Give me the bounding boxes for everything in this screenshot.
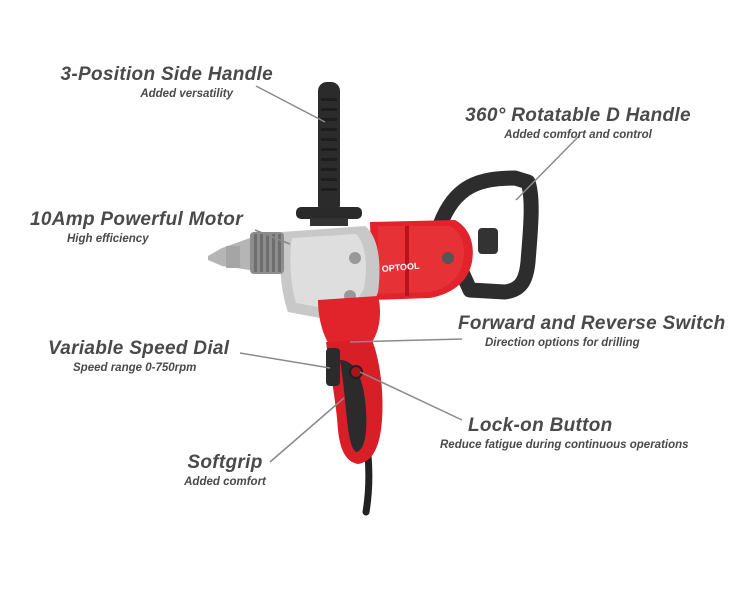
callout-subtitle: Added comfort and control: [504, 129, 652, 141]
callout-subtitle: Reduce fatigue during continuous operati…: [440, 439, 689, 451]
callout-subtitle: Direction options for drilling: [485, 337, 640, 349]
callout-subtitle: High efficiency: [67, 233, 149, 245]
leader-softgrip: [269, 397, 345, 463]
callout-title: 360° Rotatable D Handle: [465, 105, 691, 126]
callout-title: 3-Position Side Handle: [60, 64, 273, 85]
power-cord: [362, 451, 373, 516]
callout-d-handle: 360° Rotatable D Handle Added comfort an…: [458, 105, 698, 141]
side-handle: [296, 82, 362, 226]
leader-speed-dial: [239, 352, 331, 369]
callout-switch: Forward and Reverse Switch Direction opt…: [458, 313, 738, 349]
leader-d-handle: [515, 134, 581, 201]
callout-title: 10Amp Powerful Motor: [30, 209, 243, 230]
callout-title: Variable Speed Dial: [48, 338, 230, 359]
callout-subtitle: Added versatility: [140, 88, 233, 100]
leader-motor: [254, 229, 291, 245]
callout-subtitle: Added comfort: [184, 476, 266, 488]
grip-body: [318, 296, 383, 464]
callout-title: Lock-on Button: [468, 415, 613, 436]
drill-chuck: [208, 232, 284, 274]
callout-side-handle: 3-Position Side Handle Added versatility: [50, 64, 273, 100]
callout-softgrip: Softgrip Added comfort: [175, 452, 275, 488]
leader-side-handle: [255, 85, 326, 123]
callout-subtitle: Speed range 0-750rpm: [73, 362, 197, 374]
callout-lock-button: Lock-on Button Reduce fatigue during con…: [440, 415, 730, 451]
d-handle: [432, 170, 539, 300]
leader-switch: [349, 338, 463, 343]
brand-logo: OPTOOL: [381, 261, 420, 274]
callout-speed-dial: Variable Speed Dial Speed range 0-750rpm: [48, 338, 240, 374]
callout-title: Softgrip: [187, 452, 263, 473]
callout-title: Forward and Reverse Switch: [458, 313, 726, 334]
leader-lock-button: [359, 371, 463, 421]
gearbox-housing: [280, 226, 380, 319]
callout-motor: 10Amp Powerful Motor High efficiency: [30, 209, 252, 245]
